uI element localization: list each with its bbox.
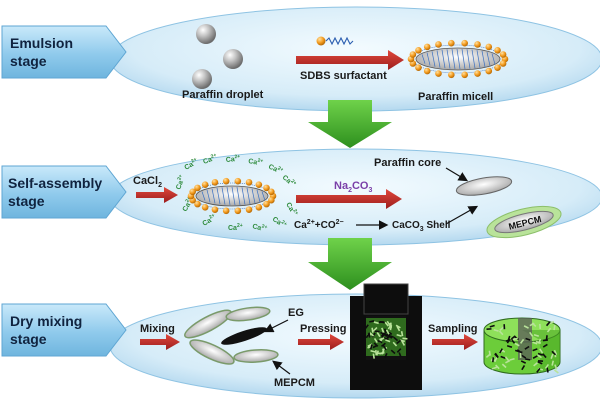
- stage-label-line2: stage: [10, 331, 47, 347]
- mepcm-mix-label: MEPCM: [274, 377, 315, 389]
- mepcm-pointer-arrow: [272, 360, 291, 375]
- reaction-rhs: CaCO3 Shell: [392, 220, 451, 233]
- stage-tab-dry-mixing: Dry mixing stage: [1, 303, 127, 357]
- stage-tab-emulsion: Emulsion stage: [1, 25, 127, 79]
- na2co3-label: Na2CO3: [334, 180, 372, 194]
- eg-pointer-arrow: [263, 319, 289, 333]
- red-arrow-pressing: [298, 334, 344, 350]
- press-mold-icon: [350, 283, 422, 390]
- calcium-ion-label: Ca2+: [267, 162, 284, 176]
- paraffin-droplets: [192, 24, 243, 89]
- micelle-label: Paraffin micell: [418, 91, 493, 103]
- cacl2-label: CaCl2: [133, 175, 162, 189]
- reaction-lhs: Ca2++CO2−: [294, 219, 344, 231]
- calcium-ion-label: Ca2+: [251, 221, 268, 234]
- composite-sample-icon: [483, 317, 561, 375]
- red-arrow-sampling: [432, 334, 478, 350]
- calcium-ion-label: Ca2+: [281, 173, 298, 189]
- calcium-ions: Ca2+Ca2+Ca2+Ca2+Ca2+Ca2+Ca2+Ca2+Ca2+Ca2+…: [173, 152, 299, 234]
- calcium-ion-label: Ca2+: [271, 214, 288, 230]
- paraffin-core-label: Paraffin core: [374, 157, 441, 169]
- calcium-ion-label: Ca2+: [201, 213, 218, 228]
- red-arrow-cacl2: [136, 187, 178, 203]
- paraffin-core-icon: [455, 176, 513, 196]
- droplet-label: Paraffin droplet: [182, 89, 264, 101]
- stage-label-line1: Self-assembly: [8, 175, 102, 191]
- mepcm-capsule-icon: MEPCM: [486, 205, 562, 239]
- pressing-label: Pressing: [300, 323, 346, 335]
- eg-label: EG: [288, 307, 304, 319]
- stage-tab-self-assembly: Self-assembly stage: [1, 165, 127, 219]
- red-arrow-mixing: [140, 334, 180, 350]
- shell-pointer-arrow: [445, 205, 479, 225]
- stage-label-line2: stage: [10, 53, 47, 69]
- surfactant-label: SDBS surfactant: [300, 70, 387, 82]
- sampling-label: Sampling: [428, 323, 478, 335]
- stage-label-line1: Emulsion: [10, 35, 73, 51]
- red-arrow-na2co3: [296, 189, 402, 209]
- calcium-ion-label: Ca2+: [180, 196, 195, 213]
- stage-label-line1: Dry mixing: [10, 313, 82, 329]
- calcium-ion-label: Ca2+: [225, 154, 240, 164]
- paraffin-micelle-icon: [187, 177, 277, 215]
- calcium-ion-label: Ca2+: [183, 157, 200, 172]
- core-pointer-arrow: [445, 167, 469, 182]
- mixing-label: Mixing: [140, 323, 175, 335]
- stage-label-line2: stage: [8, 193, 45, 209]
- green-down-arrow-2: [308, 238, 392, 290]
- calcium-ion-label: Ca2+: [202, 152, 219, 165]
- calcium-ion-label: Ca2+: [173, 174, 186, 191]
- calcium-ion-label: Ca2+: [228, 223, 243, 232]
- calcium-ion-label: Ca2+: [248, 156, 264, 167]
- surfactant-molecule-icon: [316, 36, 354, 46]
- mepcm-capsules-mix: [184, 306, 279, 365]
- calcium-ion-label: Ca2+: [284, 201, 299, 218]
- eg-flake-icon: [221, 327, 267, 345]
- paraffin-micelle-icon: [407, 39, 509, 79]
- green-down-arrow-1: [308, 100, 392, 148]
- red-arrow-emulsion: [296, 50, 404, 70]
